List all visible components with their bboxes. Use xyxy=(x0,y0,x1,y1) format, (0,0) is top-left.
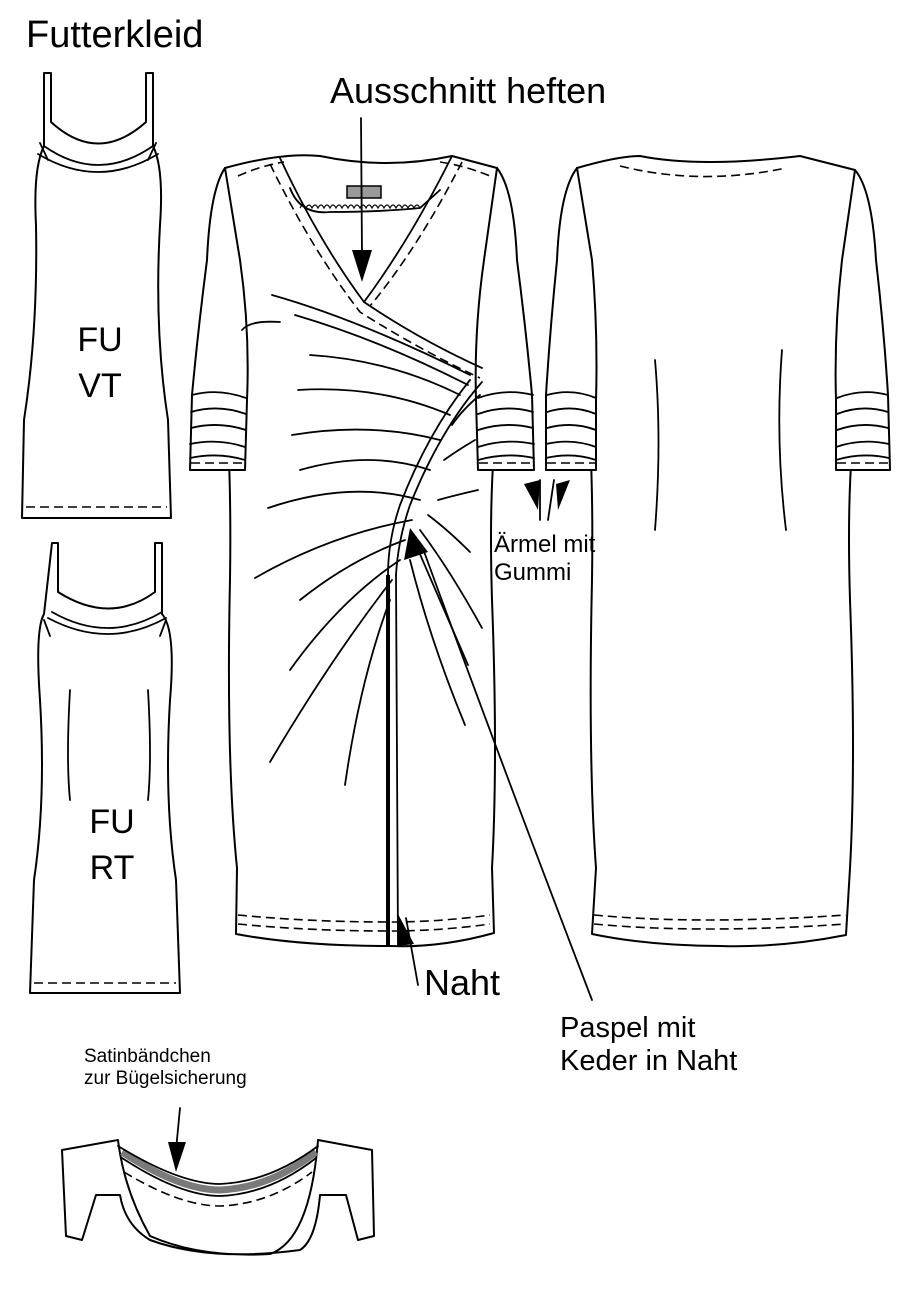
back-dress xyxy=(545,155,891,948)
front-dress xyxy=(189,154,535,948)
seam-label: Naht xyxy=(424,962,501,1003)
page-title: Futterkleid xyxy=(26,14,204,56)
front-lining-piece-label: FU VT xyxy=(77,321,123,405)
front-lining-slip xyxy=(21,72,172,519)
annotation-arrows xyxy=(168,117,593,1172)
back-lining-slip xyxy=(29,542,181,994)
sleeve-elastic-label: Ärmel mit Gummi xyxy=(494,531,596,586)
back-lining-piece-label: FU RT xyxy=(89,803,135,887)
piping-label: Paspel mit Keder in Naht xyxy=(560,1012,738,1078)
satin-ribbon-label: Satinbändchen zur Bügelsicherung xyxy=(84,1046,247,1089)
neckline-detail xyxy=(61,1139,375,1256)
neckline-label: Ausschnitt heften xyxy=(330,70,607,111)
